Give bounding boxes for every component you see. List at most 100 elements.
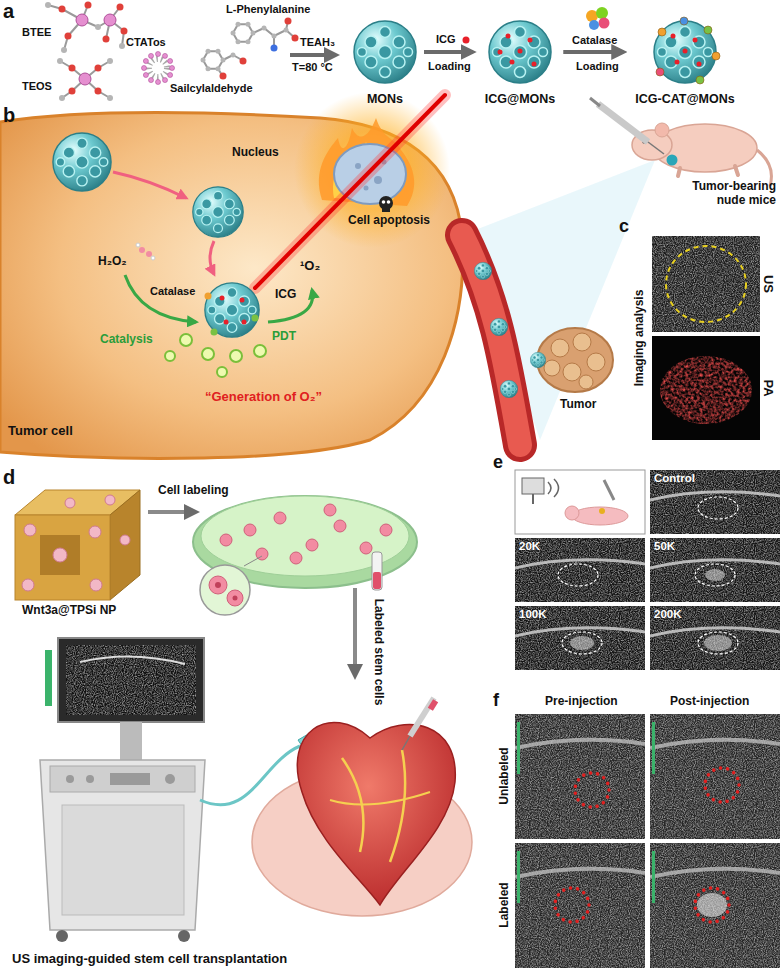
- us-image: [652, 236, 760, 332]
- tumor-tissue: [579, 375, 593, 389]
- nude-mouse: [735, 166, 738, 175]
- us-tiles-e: [650, 538, 780, 602]
- salicylaldehyde-molecule: [206, 66, 211, 71]
- row-header: Labeled: [498, 882, 512, 927]
- nanoparticle-node: ICG@MONs: [480, 18, 561, 106]
- nanoparticles-a: [498, 50, 503, 55]
- process-arrow: [563, 50, 623, 54]
- ultrasound-machine: [66, 645, 196, 715]
- panel-letter: a: [3, 0, 14, 23]
- step-label: Cell labeling: [158, 484, 229, 498]
- us-tiles-f: [705, 768, 739, 802]
- petri-dish: [290, 552, 302, 564]
- us-tiles-f: [697, 893, 727, 917]
- skull-icon: [387, 200, 391, 204]
- tumor-tissue: [573, 333, 591, 351]
- image-panel: Control: [650, 470, 780, 534]
- oxygen-bubbles: [254, 345, 266, 357]
- nanoparticles-a: [518, 49, 523, 54]
- ultrasound-machine: [66, 775, 74, 783]
- phenylalanine-molecule: [236, 39, 241, 44]
- us-tiles-e: [515, 606, 645, 670]
- teos-molecule: [57, 58, 113, 101]
- nanoparticles-b: [224, 320, 229, 325]
- synthesis-arrow: [290, 53, 336, 57]
- tumor-tissue: [530, 328, 613, 392]
- image-panel: 50K: [650, 538, 780, 602]
- ultrasound-machine: [40, 760, 205, 930]
- wnt3a-tpsi-cube: [40, 535, 80, 575]
- phenylalanine-molecule: [246, 22, 251, 27]
- petri-dish: [209, 576, 227, 594]
- mouse-heart: [330, 792, 430, 805]
- wnt3a-tpsi-cube: [15, 490, 140, 600]
- ultrasound-machine: [45, 650, 52, 706]
- step-label: Loading: [428, 60, 471, 73]
- us-tiles-f: [650, 843, 780, 968]
- molecule-name: BTEE: [22, 26, 51, 39]
- salicylaldehyde-molecule: [201, 49, 236, 71]
- skull-icon: [382, 200, 386, 204]
- us-tiles-e: [698, 632, 738, 654]
- wnt3a-tpsi-cube: [53, 548, 67, 562]
- blood-vessel: [500, 380, 517, 397]
- molecule-name: L-Phenylalanine: [226, 3, 310, 16]
- part-label: Nucleus: [232, 146, 279, 160]
- particle-label: ICG-CAT@MONs: [635, 92, 734, 106]
- catalysis-arrow: [125, 275, 196, 322]
- particle-label: MONs: [367, 92, 403, 106]
- nanoparticles-a: [658, 28, 666, 36]
- us-tiles-e: [570, 636, 594, 650]
- part-label: Tumor: [560, 398, 596, 412]
- teos-molecule: [59, 95, 65, 101]
- teos-molecule: [79, 73, 91, 85]
- nanoparticles-a: [696, 76, 704, 84]
- us-tiles-f: [515, 843, 645, 968]
- ctatos-micelle: [149, 78, 154, 83]
- phenylalanine-molecule: [231, 22, 289, 44]
- part-label: Wnt3a@TPSi NP: [22, 604, 116, 618]
- nanoparticles-b: [220, 296, 247, 325]
- us-tiles-e: [704, 635, 732, 651]
- ultrasound-machine: [80, 656, 185, 664]
- salicylaldehyde-molecule: [220, 73, 227, 80]
- wnt3a-tpsi-cube: [120, 535, 130, 545]
- injection-sketch: [599, 508, 605, 514]
- petri-dish: [227, 590, 243, 606]
- teos-molecule: [95, 88, 102, 95]
- btee-molecule: [45, 2, 125, 53]
- oxygen-bubbles: [165, 351, 175, 361]
- panel-label: PA: [761, 379, 776, 396]
- h2o2-icon: [136, 243, 140, 247]
- ultrasound-machine: [86, 775, 94, 783]
- tumor-tissue: [587, 353, 605, 371]
- nanoparticles-b: [193, 187, 243, 237]
- nude-mouse: [632, 123, 771, 186]
- injection-sketch: [522, 478, 544, 494]
- panel-label: 100K: [519, 608, 547, 621]
- tumor-tissue: [544, 333, 605, 389]
- ctatos-micelle: [156, 80, 161, 85]
- us-tiles-e: [695, 564, 735, 586]
- nanoparticles-a: [712, 52, 720, 60]
- tumor-cell-body: [0, 113, 463, 459]
- salicylaldehyde-molecule: [216, 66, 221, 71]
- tumor-tissue: [551, 339, 569, 357]
- transplant-arrow: [353, 588, 357, 676]
- process-label: PDT: [272, 330, 296, 344]
- cell-tube: [373, 572, 381, 589]
- column-header: Post-injection: [670, 695, 749, 709]
- us-tiles-e: [705, 569, 725, 581]
- ctatos-micelle: [143, 73, 148, 78]
- h2o2-icon: [151, 256, 155, 260]
- step-label: Labeled stem cells: [371, 599, 385, 706]
- nanoparticles-b: [205, 283, 259, 337]
- nanoparticles-a: [528, 38, 533, 43]
- panel-label: 200K: [654, 608, 682, 621]
- ctatos-micelle: [170, 66, 175, 71]
- phenylalanine-molecule: [253, 28, 286, 36]
- teos-molecule: [69, 65, 102, 95]
- nanoparticles-b: [205, 293, 212, 300]
- petri-dish: [244, 556, 262, 566]
- nanoparticles-a: [704, 26, 712, 34]
